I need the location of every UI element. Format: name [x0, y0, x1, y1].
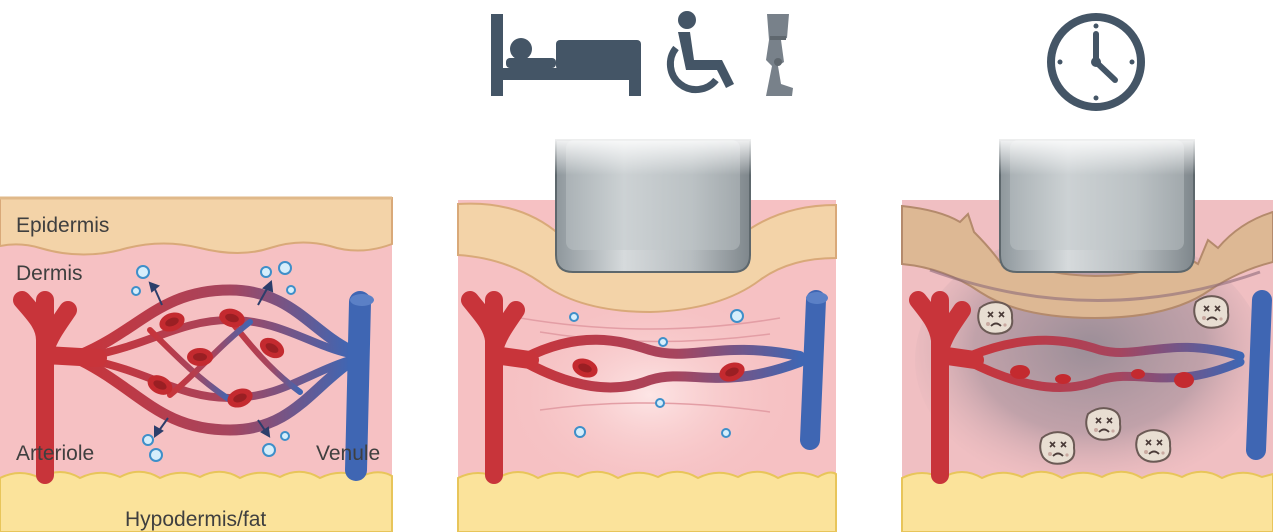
prosthetic-leg-icon: [766, 14, 793, 96]
wheelchair-icon: [670, 11, 734, 90]
pressing-object: [984, 135, 1210, 272]
label-venule: Venule: [316, 442, 380, 465]
label-dermis: Dermis: [16, 262, 83, 285]
hypodermis-layer: [458, 472, 836, 532]
panel-normal: Epidermis Dermis Arteriole Venule Hypode…: [0, 198, 392, 532]
panel-prolonged: [902, 135, 1273, 532]
label-hypodermis: Hypodermis/fat: [125, 508, 266, 531]
bed-icon: [491, 14, 641, 96]
label-epidermis: Epidermis: [16, 214, 109, 237]
hypodermis-layer: [902, 472, 1273, 532]
pressing-object: [540, 135, 766, 272]
label-arteriole: Arteriole: [16, 442, 94, 465]
venule: [810, 300, 816, 440]
panel-pressure: [458, 135, 836, 532]
venule: [1256, 300, 1262, 450]
clock-icon: [1051, 17, 1141, 107]
